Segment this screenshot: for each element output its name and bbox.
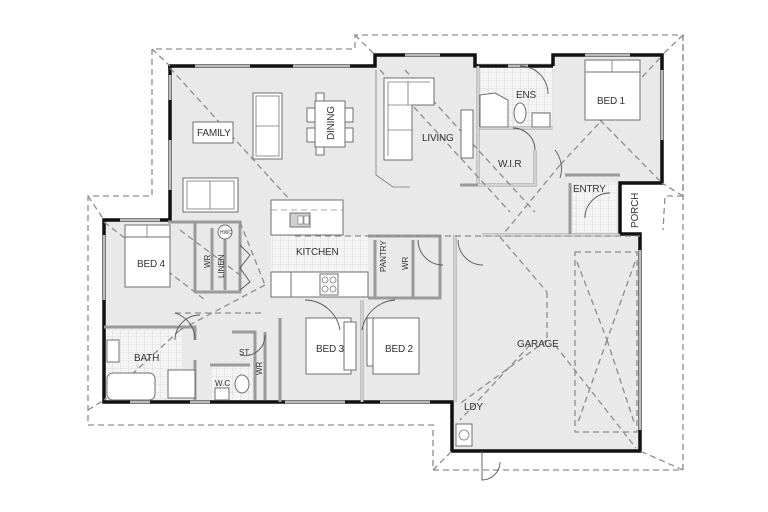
ensuite-fixtures [479, 92, 551, 128]
hwc-unit [217, 224, 233, 240]
bed3-bed [305, 317, 357, 375]
floor-fill [104, 55, 662, 451]
label-st: ST. [239, 348, 251, 357]
label-bed4: BED 4 [137, 259, 166, 270]
label-ens: ENS [516, 90, 536, 101]
label-wr-bed4: WR [203, 254, 212, 268]
label-bed2: BED 2 [385, 344, 414, 355]
laundry-tub [455, 423, 473, 447]
label-entry: ENTRY [573, 184, 606, 195]
bed2-bed [366, 317, 420, 375]
label-garage: GARAGE [517, 339, 559, 350]
kitchen-island [270, 199, 344, 236]
label-wir-master: W.I.R [498, 159, 521, 170]
bath-fixtures [106, 339, 250, 401]
family-sofa-horizontal [182, 177, 239, 213]
family-label-box [192, 121, 234, 144]
label-porch: PORCH [630, 193, 641, 228]
label-dining: DINING [326, 106, 337, 140]
label-bed1: BED 1 [597, 96, 626, 107]
label-kitchen: KITCHEN [296, 247, 339, 258]
label-hwc: HWC [220, 230, 232, 236]
bed4-bed [124, 224, 171, 288]
living-lounge [375, 70, 474, 188]
windows [102, 53, 664, 430]
bed1-bed [584, 59, 641, 121]
family-sofa-vertical [252, 92, 283, 160]
label-ldy: LDY [464, 402, 483, 413]
room-labels: FAMILY DINING LIVING ENS BED 1 W.I.R ENT… [134, 90, 641, 413]
label-family: FAMILY [197, 128, 231, 139]
label-wc: W.C [215, 379, 230, 388]
kitchen-bench [270, 271, 369, 298]
label-wr-hall: WR [255, 361, 264, 375]
label-bed3: BED 3 [316, 344, 345, 355]
label-bath: BATH [134, 353, 159, 364]
doors [174, 65, 611, 481]
label-living: LIVING [422, 133, 454, 144]
label-wr-kitchen: WR [401, 256, 410, 270]
label-pantry: PANTRY [379, 240, 388, 272]
label-linen: LINEN [217, 254, 226, 278]
dining-table [306, 92, 354, 156]
